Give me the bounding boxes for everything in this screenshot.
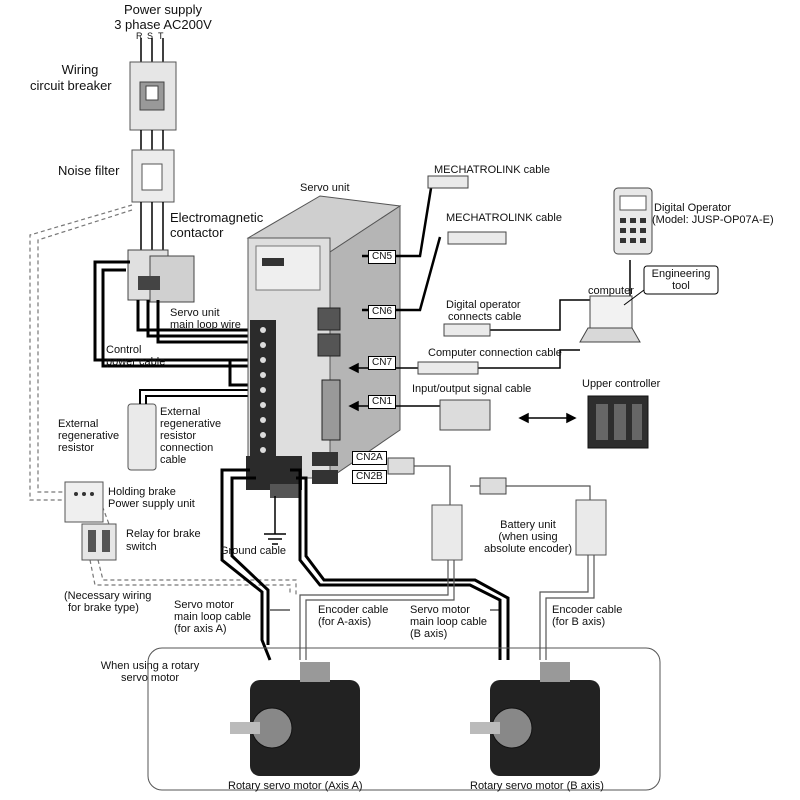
motor-main-b-label-3: (B axis): [410, 628, 448, 640]
digital-operator-label-2: (Model: JUSP-OP07A-E): [652, 214, 774, 226]
ground-symbol: [264, 496, 286, 545]
encoder-a-label-1: Encoder cable: [318, 604, 389, 616]
phase-s-label: S: [147, 31, 154, 41]
ext-regen-conn-label-1: External: [160, 406, 201, 418]
connector-cn2b: CN2B: [352, 470, 387, 484]
ext-regen-conn-label-3: resistor: [160, 430, 197, 442]
necessary-wiring-label-2: for brake type): [68, 602, 139, 614]
main-loop-cables: [93, 260, 250, 387]
em-contactor-label-1: Electromagnetic: [170, 210, 264, 225]
motor-a-body: [230, 662, 360, 776]
battery-unit-label-1: Battery unit: [500, 519, 556, 531]
motor-main-b-label-1: Servo motor: [410, 604, 470, 616]
digital-operator-cable-label-2: connects cable: [448, 311, 522, 323]
motor-main-a-label-2: main loop cable: [174, 611, 252, 623]
engineering-tool-callout: [623, 265, 719, 306]
control-power-label-2: power cable: [106, 356, 166, 368]
connector-cn6: CN6: [368, 305, 397, 319]
noise-filter: [131, 149, 175, 203]
motor-main-b-label-2: main loop cable: [410, 616, 488, 628]
main-loop-label-2: main loop wire: [170, 319, 241, 331]
encoder-connectors: [387, 457, 507, 495]
encoder-cables: [299, 465, 595, 660]
motor-b-label: Rotary servo motor (B axis): [470, 780, 604, 792]
mechatrolink-connector-icons: [417, 175, 507, 431]
terminal-block: [246, 320, 302, 498]
phase-t-label: T: [158, 31, 164, 41]
main-loop-label-1: Servo unit: [170, 307, 220, 319]
motor-main-a-label-3: (for axis A): [174, 623, 227, 635]
ext-regen-res-label-3: resistor: [58, 442, 95, 454]
holding-brake-label-1: Holding brake: [108, 486, 176, 498]
power-supply-label: Power supply: [123, 2, 203, 17]
ground-cable-label: Ground cable: [220, 545, 287, 557]
electromagnetic-contactor: [127, 249, 195, 303]
external-regenerative-resistor: [127, 389, 250, 471]
motor-main-cables: [220, 468, 510, 661]
ext-regen-conn-label-5: cable: [160, 454, 187, 466]
motor-b-body: [470, 662, 600, 776]
ext-regen-conn-label-2: regenerative: [160, 418, 222, 430]
computer-label: computer: [588, 285, 634, 297]
noise-filter-label: Noise filter: [58, 163, 120, 178]
rotary-motor-label-2: servo motor: [120, 672, 180, 684]
servo-unit-label: Servo unit: [300, 182, 350, 194]
battery-unit-label-3: absolute encoder): [483, 543, 573, 555]
digital-operator-label-1: Digital Operator: [654, 202, 732, 214]
phase-r-label: R: [136, 31, 143, 41]
encoder-a-label-2: (for A-axis): [318, 616, 372, 628]
connector-cn7: CN7: [368, 356, 397, 370]
relay-brake-label-2: switch: [126, 541, 157, 553]
engineering-tool-label-2: tool: [672, 280, 690, 292]
encoder-b-label-2: (for B axis): [552, 616, 606, 628]
motor-a-label: Rotary servo motor (Axis A): [228, 780, 363, 792]
motor-main-a-label-1: Servo motor: [174, 599, 234, 611]
relay-brake-label-1: Relay for brake: [126, 528, 201, 540]
ext-regen-conn-label-4: connection: [160, 442, 214, 454]
digital-operator-cable-label-1: Digital operator: [446, 299, 521, 311]
brake-relay: [81, 523, 117, 561]
circuit-breaker: [129, 61, 177, 131]
upper-controller-label: Upper controller: [582, 378, 661, 390]
wiring-cb-label-1: Wiring: [61, 62, 99, 77]
connector-cn5: CN5: [368, 250, 397, 264]
ext-regen-res-label-2: regenerative: [58, 430, 120, 442]
holding-brake-label-2: Power supply unit: [108, 498, 195, 510]
rotary-motor-frame: [147, 647, 661, 791]
mechatrolink-cable-label-2: MECHATROLINK cable: [446, 212, 562, 224]
encoder-b-label-1: Encoder cable: [552, 604, 623, 616]
battery-unit-label-2: (when using: [498, 531, 558, 543]
io-signal-cable-label: Input/output signal cable: [412, 383, 532, 395]
upper-controller-device: [587, 395, 649, 449]
laptop-computer: [579, 295, 641, 343]
mechatrolink-cable-label-1: MECHATROLINK cable: [434, 164, 550, 176]
connector-cn2a: CN2A: [352, 451, 387, 465]
em-contactor-label-2: contactor: [170, 225, 224, 240]
ext-regen-res-label-1: External: [58, 418, 99, 430]
computer-connection-cable-label: Computer connection cable: [428, 347, 562, 359]
necessary-wiring-label-1: (Necessary wiring: [64, 590, 152, 602]
connector-cn1: CN1: [368, 395, 397, 409]
battery-units: [431, 499, 607, 561]
holding-brake-power-unit: [64, 481, 104, 523]
engineering-tool-label-1: Engineering: [651, 268, 711, 280]
wiring-cb-label-2: circuit breaker: [30, 78, 112, 93]
rotary-motor-label-1: When using a rotary: [100, 660, 200, 672]
phase-label: 3 phase AC200V: [114, 17, 212, 32]
control-power-label-1: Control: [106, 344, 142, 356]
digital-operator-device: [613, 187, 653, 255]
